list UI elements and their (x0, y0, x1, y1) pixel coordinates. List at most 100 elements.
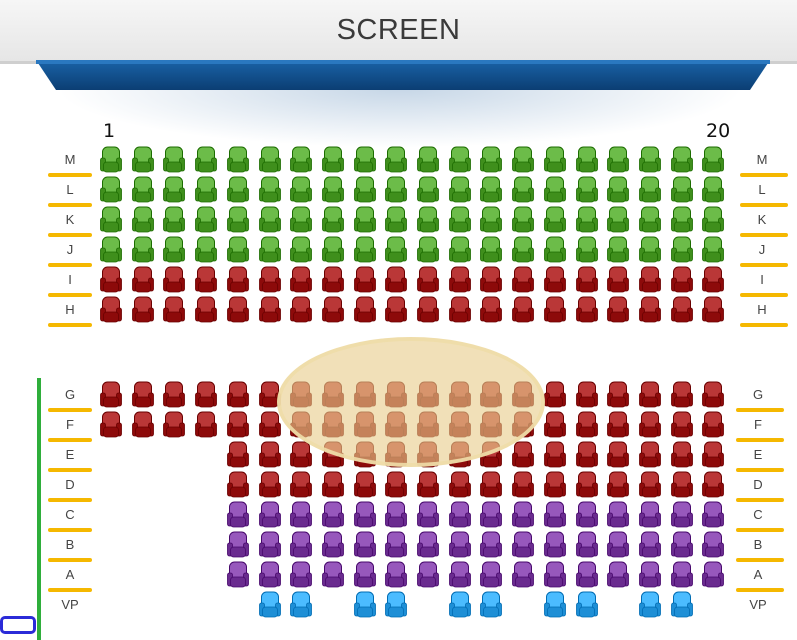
seat-C-5[interactable] (226, 501, 249, 529)
seat-H-2[interactable] (131, 296, 154, 324)
seat-K-15[interactable] (543, 206, 566, 234)
seat-L-11[interactable] (417, 176, 439, 204)
seat-I-10[interactable] (385, 266, 408, 294)
seat-G-7[interactable] (290, 381, 313, 409)
seat-L-13[interactable] (480, 176, 503, 204)
seat-H-20[interactable] (702, 296, 725, 324)
seat-A-16[interactable] (575, 561, 598, 589)
seat-F-2[interactable] (131, 411, 154, 439)
seat-C-11[interactable] (417, 501, 439, 529)
seat-H-3[interactable] (163, 296, 186, 324)
seat-B-8[interactable] (321, 531, 344, 559)
seat-G-17[interactable] (607, 381, 630, 409)
seat-L-17[interactable] (607, 176, 630, 204)
seat-D-10[interactable] (385, 471, 408, 499)
seat-A-19[interactable] (670, 561, 693, 589)
seat-E-5[interactable] (226, 441, 249, 469)
seat-E-11[interactable] (417, 441, 439, 469)
seat-I-5[interactable] (226, 266, 249, 294)
seat-C-10[interactable] (385, 501, 408, 529)
seat-D-17[interactable] (607, 471, 630, 499)
seat-F-6[interactable] (258, 411, 281, 439)
seat-L-8[interactable] (321, 176, 344, 204)
seat-I-1[interactable] (100, 266, 122, 294)
seat-G-14[interactable] (512, 381, 534, 409)
seat-VP-12[interactable] (448, 591, 471, 619)
seat-J-2[interactable] (131, 236, 154, 264)
seat-M-4[interactable] (195, 146, 217, 174)
seat-J-5[interactable] (226, 236, 249, 264)
seat-B-10[interactable] (385, 531, 408, 559)
seat-F-8[interactable] (321, 411, 344, 439)
seat-H-7[interactable] (290, 296, 313, 324)
seat-I-8[interactable] (321, 266, 344, 294)
seat-I-9[interactable] (353, 266, 376, 294)
seat-L-15[interactable] (543, 176, 566, 204)
seat-B-9[interactable] (353, 531, 376, 559)
seat-M-2[interactable] (131, 146, 154, 174)
seat-D-16[interactable] (575, 471, 598, 499)
seat-J-14[interactable] (512, 236, 534, 264)
seat-G-8[interactable] (321, 381, 344, 409)
seat-F-12[interactable] (448, 411, 471, 439)
seat-H-6[interactable] (258, 296, 281, 324)
seat-J-12[interactable] (448, 236, 471, 264)
seat-F-13[interactable] (480, 411, 503, 439)
seat-M-11[interactable] (417, 146, 439, 174)
seat-C-9[interactable] (353, 501, 376, 529)
seat-K-8[interactable] (321, 206, 344, 234)
seat-G-11[interactable] (417, 381, 439, 409)
seat-A-10[interactable] (385, 561, 408, 589)
seat-M-19[interactable] (670, 146, 693, 174)
seat-VP-9[interactable] (353, 591, 376, 619)
seat-J-1[interactable] (100, 236, 122, 264)
seat-F-14[interactable] (512, 411, 534, 439)
seat-H-19[interactable] (670, 296, 693, 324)
seat-J-7[interactable] (290, 236, 313, 264)
seat-F-11[interactable] (417, 411, 439, 439)
seat-J-10[interactable] (385, 236, 408, 264)
seat-VP-15[interactable] (543, 591, 566, 619)
seat-K-14[interactable] (512, 206, 534, 234)
seat-L-4[interactable] (195, 176, 217, 204)
seat-J-18[interactable] (638, 236, 661, 264)
seat-A-13[interactable] (480, 561, 503, 589)
seat-B-15[interactable] (543, 531, 566, 559)
seat-H-14[interactable] (512, 296, 534, 324)
seat-C-7[interactable] (290, 501, 313, 529)
seat-M-6[interactable] (258, 146, 281, 174)
seat-M-18[interactable] (638, 146, 661, 174)
seat-G-15[interactable] (543, 381, 566, 409)
seat-D-18[interactable] (638, 471, 661, 499)
seat-E-9[interactable] (353, 441, 376, 469)
seat-E-14[interactable] (512, 441, 534, 469)
seat-A-6[interactable] (258, 561, 281, 589)
seat-I-18[interactable] (638, 266, 661, 294)
seat-M-3[interactable] (163, 146, 186, 174)
seat-H-9[interactable] (353, 296, 376, 324)
seat-I-3[interactable] (163, 266, 186, 294)
seat-G-4[interactable] (195, 381, 217, 409)
seat-F-20[interactable] (702, 411, 725, 439)
seat-A-7[interactable] (290, 561, 313, 589)
seat-H-16[interactable] (575, 296, 598, 324)
seat-D-19[interactable] (670, 471, 693, 499)
seat-H-13[interactable] (480, 296, 503, 324)
seat-M-15[interactable] (543, 146, 566, 174)
seat-D-5[interactable] (226, 471, 249, 499)
seat-VP-10[interactable] (385, 591, 408, 619)
seat-E-12[interactable] (448, 441, 471, 469)
seat-K-20[interactable] (702, 206, 725, 234)
seat-G-13[interactable] (480, 381, 503, 409)
seat-B-13[interactable] (480, 531, 503, 559)
seat-J-6[interactable] (258, 236, 281, 264)
seat-D-12[interactable] (448, 471, 471, 499)
seat-G-2[interactable] (131, 381, 154, 409)
seat-M-13[interactable] (480, 146, 503, 174)
seat-E-13[interactable] (480, 441, 503, 469)
seat-H-12[interactable] (448, 296, 471, 324)
seat-F-4[interactable] (195, 411, 217, 439)
seat-F-1[interactable] (100, 411, 122, 439)
seat-VP-16[interactable] (575, 591, 598, 619)
seat-A-15[interactable] (543, 561, 566, 589)
